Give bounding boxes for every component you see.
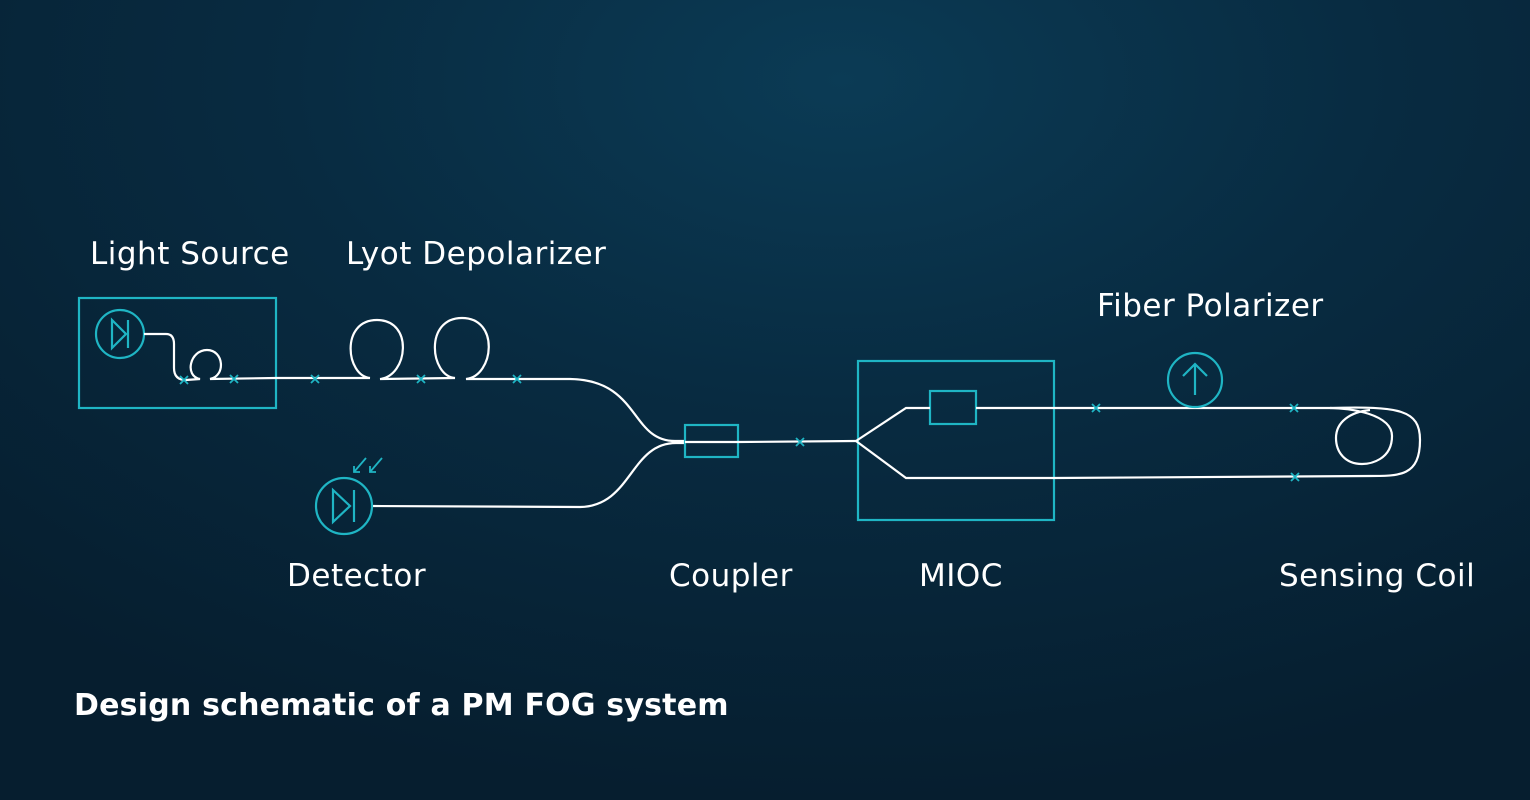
splice-marker-icon: [1091, 403, 1101, 413]
splice-markers: [179, 374, 1300, 482]
diagram-caption: Design schematic of a PM FOG system: [74, 688, 729, 723]
mioc-upper-arm-fiber: [1053, 406, 1422, 480]
splice-marker-icon: [179, 375, 189, 385]
mioc-box-icon: [856, 359, 1056, 522]
sensing-coil-inner-loop: [1329, 406, 1394, 466]
incoming-light-arrows-icon: [353, 457, 383, 473]
source-to-coupler-fiber: [276, 316, 685, 443]
light-source-box: [77, 296, 278, 410]
mioc: [855, 359, 1056, 522]
mioc-y-junction: [855, 406, 1054, 480]
splice-marker-icon: [795, 437, 805, 447]
splice-marker-icon: [310, 374, 320, 384]
light-source-fiber: [144, 332, 277, 382]
detector: [314, 457, 383, 536]
photodiode-source-icon: [94, 308, 146, 360]
sensing-coil-label: Sensing Coil: [1279, 558, 1475, 594]
splice-marker-icon: [1289, 403, 1299, 413]
detector-label: Detector: [287, 558, 426, 594]
splice-marker-icon: [512, 374, 522, 384]
splice-marker-icon: [1290, 472, 1300, 482]
coupler-label: Coupler: [669, 558, 793, 594]
fiber-polarizer-label: Fiber Polarizer: [1097, 288, 1324, 324]
polarizer-arrow-icon: [1166, 351, 1224, 409]
light-source: [77, 296, 278, 410]
mioc-modulator-icon: [928, 389, 978, 426]
lyot-depolarizer-label: Lyot Depolarizer: [346, 236, 606, 272]
light-source-label: Light Source: [90, 236, 290, 272]
coupler-to-mioc-fiber: [737, 439, 857, 444]
coupler: [683, 423, 740, 459]
mioc-label: MIOC: [919, 558, 1003, 594]
fiber-polarizer: [1166, 351, 1224, 409]
splice-marker-icon: [416, 374, 426, 384]
splice-marker-icon: [229, 374, 239, 384]
photodetector-icon: [314, 476, 374, 536]
detector-to-coupler-fiber: [371, 441, 685, 509]
